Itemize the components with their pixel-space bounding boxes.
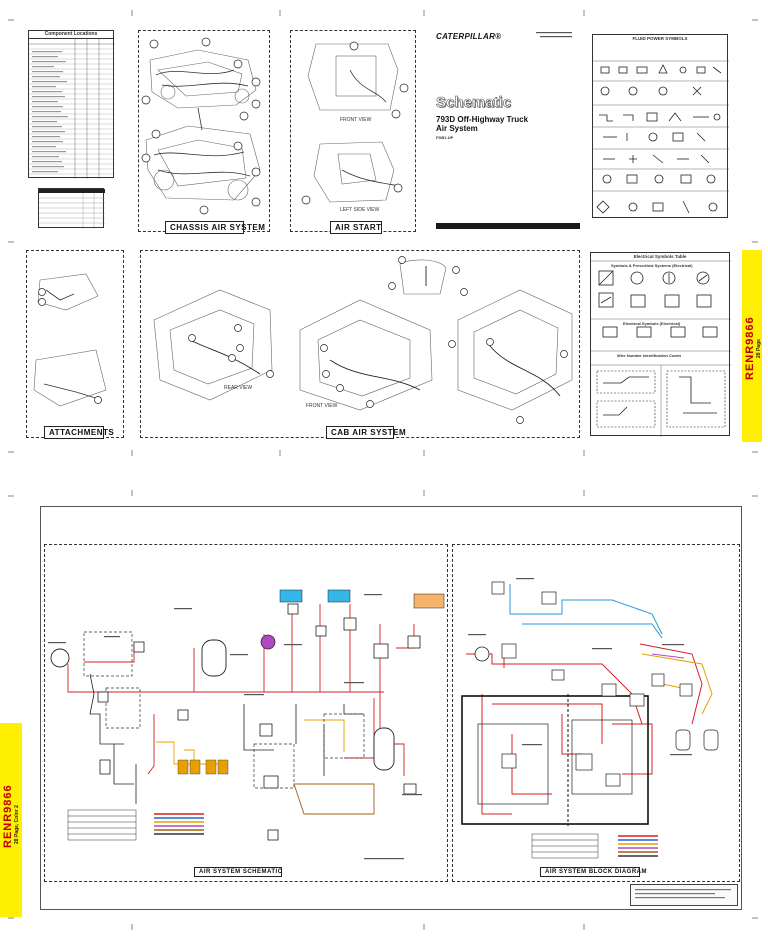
cab-air-system-label: CAB AIR SYSTEM [326,426,406,439]
air-system-schematic-label: AIR SYSTEM SCHEMATIC [194,867,282,877]
air-start-front-view: FRONT VIEW [340,117,372,123]
fluid-symbols-grid [593,60,729,214]
attachments-label: ATTACHMENTS [44,426,114,439]
air-start-label: AIR START [330,221,382,234]
electrical-symbols-drawings [591,260,731,437]
document-tab-top [742,250,762,442]
electrical-section-2: Electrical Symbols (Electrical) [623,321,681,326]
air-start-left-view: LEFT SIDE VIEW [340,207,380,213]
air-system-block-panel [452,544,740,882]
cab-front-view: FRONT VIEW [306,403,338,409]
schematic-title: Schematic [436,94,512,112]
title-block: CATERPILLAR® Schematic 793D Off-Highway … [430,20,580,232]
air-system-schematic-drawing [48,589,445,860]
component-subtable-grid [39,189,105,229]
component-table-grid [29,39,115,179]
main-sheet-frame [40,506,742,910]
attachments-drawing [33,273,107,407]
document-tab-top-subtitle: 28 Page [756,339,762,358]
cab-air-drawing [153,256,573,424]
air-system-block-drawing [461,578,719,859]
document-tab-bottom-code: RENR9866 [2,784,14,848]
title-bar [436,223,580,229]
chassis-air-drawing [141,37,261,215]
document-tab-top-code: RENR9866 [744,316,756,380]
air-start-drawing [301,41,409,205]
fluid-symbols-title: FLUID POWER SYMBOLS [632,36,688,41]
document-tab-bottom-subtitle: 28 Page, Color 2 [14,805,20,844]
caterpillar-logo: CATERPILLAR® [436,32,502,41]
electrical-section-1: Symbols & Prescribed Systems (Electrical… [611,263,693,268]
electrical-section-3: Wire Number Identification Codes [617,353,682,358]
document-tab-bottom [0,723,22,917]
system-title: Air System [436,124,478,133]
air-system-schematic-panel [44,544,448,882]
fluid-power-symbols-panel: FLUID POWER SYMBOLS [592,34,729,218]
serial-number: FDB1-UP [436,135,454,140]
component-subtable [38,188,105,229]
component-table-title: Component Locations [29,31,113,39]
notes-box [630,884,738,906]
air-system-block-label: AIR SYSTEM BLOCK DIAGRAM [540,867,647,877]
model-title: 793D Off-Highway Truck [436,115,529,124]
doc-number-lines [536,32,572,38]
electrical-symbols-title: Electrical Symbols Table [633,254,687,259]
electrical-symbols-panel: Electrical Symbols Table Symbols & Presc… [590,252,731,437]
cab-rear-view: REAR VIEW [224,385,253,391]
component-location-table: Component Locations [28,30,115,179]
notes-lines [635,889,731,899]
chassis-air-system-label: CHASSIS AIR SYSTEM [165,221,265,234]
